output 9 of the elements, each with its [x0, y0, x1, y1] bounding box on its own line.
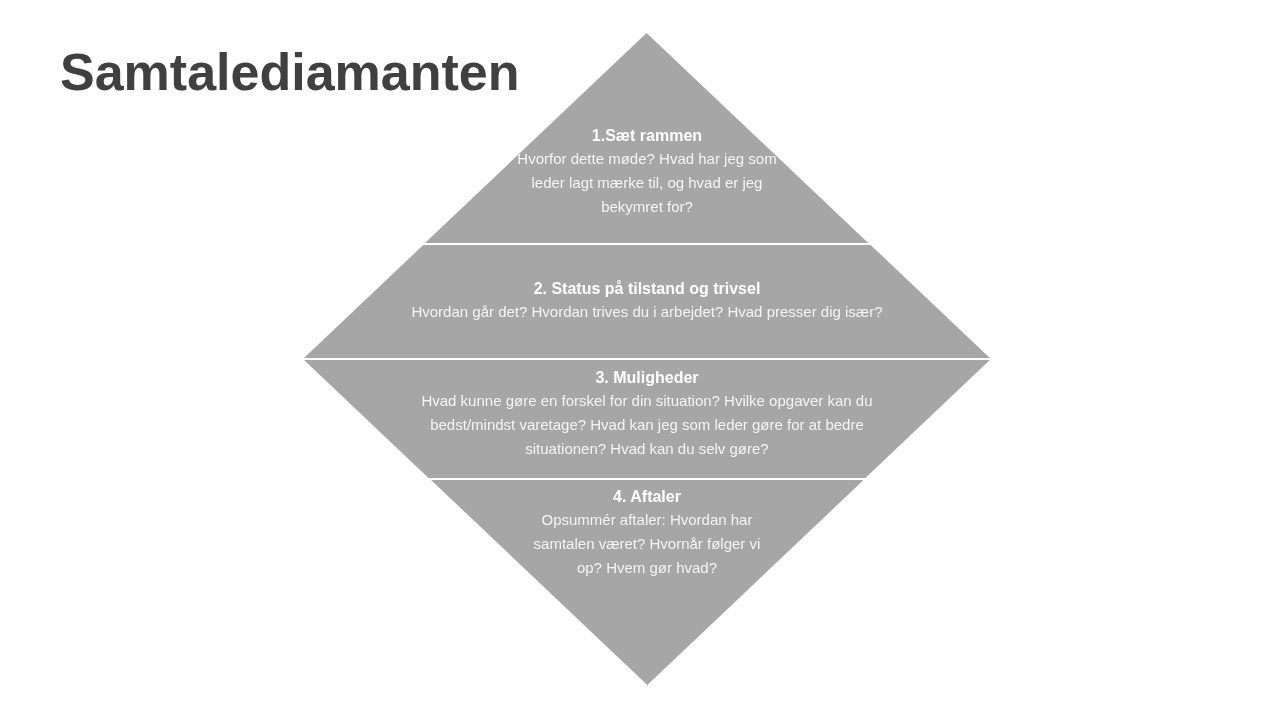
- section-heading: 4. Aftaler: [613, 487, 681, 507]
- section-text: Opsummér aftaler: Hvordan har samtalen været? Hvornår følger vi op? Hvem gør hvad?: [532, 510, 762, 578]
- page-title: Samtalediamanten: [60, 44, 520, 102]
- section-heading: 3. Muligheder: [595, 368, 699, 388]
- section-heading: 2. Status på tilstand og trivsel: [533, 279, 761, 299]
- section-text: Hvordan går det? Hvordan trives du i arbejdet? Hvad presser dig især?: [411, 302, 883, 322]
- section-heading: 1.Sæt rammen: [591, 126, 703, 146]
- section-text: Hvad kunne gøre en forskel for din situation? Hvilke opgaver kan du bedst/mindst varetage? Hvad kan jeg som leder gøre for at bedre situationen? Hvad kan du selv gøre?: [420, 391, 874, 459]
- section-text: Hvorfor dette møde? Hvad har jeg som leder lagt mærke til, og hvad er jeg bekymret for?: [516, 149, 778, 217]
